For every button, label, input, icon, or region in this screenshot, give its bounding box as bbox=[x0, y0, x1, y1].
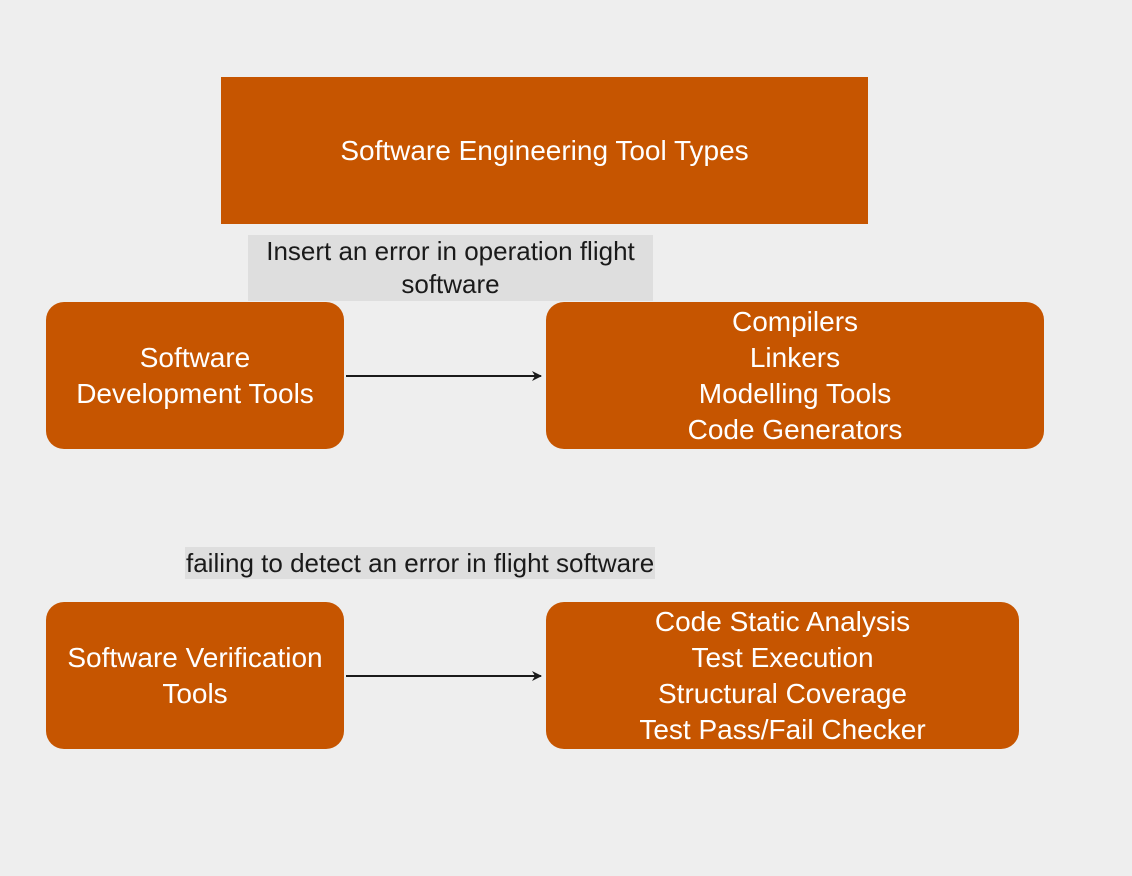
verification-tools-list-node: Code Static Analysis Test Execution Stru… bbox=[546, 602, 1019, 749]
diagram-title-node: Software Engineering Tool Types bbox=[221, 77, 868, 224]
development-tool-item: Code Generators bbox=[687, 413, 903, 445]
verification-tool-item: Code Static Analysis bbox=[654, 605, 911, 637]
development-tool-item: Compilers bbox=[731, 305, 859, 337]
verification-tools-label-line-2: Tools bbox=[162, 677, 228, 709]
diagram-title: Software Engineering Tool Types bbox=[340, 134, 749, 166]
development-edge-label-line-2: software bbox=[401, 269, 500, 299]
development-tools-list-node: Compilers Linkers Modelling Tools Code G… bbox=[546, 302, 1044, 449]
development-tool-item: Modelling Tools bbox=[698, 377, 892, 409]
development-tools-label-line-1: Software bbox=[139, 341, 251, 373]
verification-tool-item: Test Pass/Fail Checker bbox=[639, 713, 926, 745]
verification-edge-label: failing to detect an error in flight sof… bbox=[185, 547, 656, 579]
development-edge-label-line-1: Insert an error in operation flight bbox=[266, 236, 635, 266]
verification-tool-item: Structural Coverage bbox=[657, 677, 907, 709]
verification-tools-label-line-1: Software Verification bbox=[67, 641, 323, 673]
verification-tools-node: Software Verification Tools bbox=[46, 602, 344, 749]
verification-tool-item: Test Execution bbox=[691, 641, 874, 673]
development-tools-label-line-2: Development Tools bbox=[76, 377, 314, 409]
verification-edge-label-text: failing to detect an error in flight sof… bbox=[186, 548, 655, 578]
development-edge-label: Insert an error in operation flight soft… bbox=[248, 235, 653, 301]
development-tool-item: Linkers bbox=[749, 341, 841, 373]
development-tools-node: Software Development Tools bbox=[46, 302, 344, 449]
